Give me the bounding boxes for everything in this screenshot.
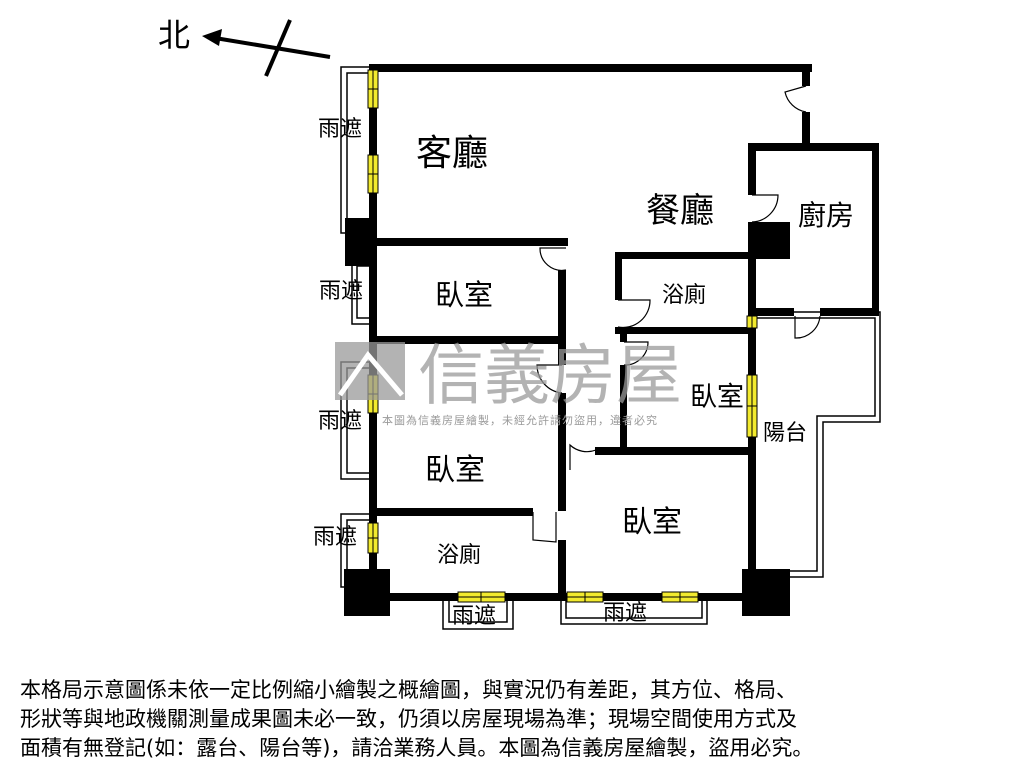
disclaimer-line: 形狀等與地政機關測量成果圖未必一致，仍須以房屋現場為準；現場空間使用方式及 xyxy=(20,707,797,731)
pillar xyxy=(344,569,390,616)
label-dining-room: 餐廳 xyxy=(646,191,714,231)
north-arrow-head-icon xyxy=(202,29,222,46)
pillar xyxy=(345,218,375,266)
label-canopy: 雨遮 xyxy=(452,604,496,629)
label-canopy: 雨遮 xyxy=(319,279,363,304)
label-canopy: 雨遮 xyxy=(603,601,647,626)
disclaimer-line: 面積有無登記(如：露台、陽台等)，請洽業務人員。本圖為信義房屋繪製，盜用必究。 xyxy=(20,736,814,760)
label-bedroom-1: 臥室 xyxy=(435,278,493,312)
label-canopy: 雨遮 xyxy=(318,409,362,434)
doors xyxy=(532,85,821,543)
watermark-logo-mark xyxy=(337,350,404,397)
watermark-brand: 信義房屋 xyxy=(418,337,682,414)
watermark-logo xyxy=(335,342,405,400)
label-bathroom-2: 浴廁 xyxy=(437,543,481,568)
disclaimer: 本格局示意圖係未依一定比例縮小繪製之概繪圖，與實況仍有差距，其方位、格局、 形狀… xyxy=(20,676,1010,763)
label-bedroom-3: 臥室 xyxy=(690,382,744,413)
label-bathroom-1: 浴廁 xyxy=(662,283,706,308)
compass-cross-line xyxy=(264,19,292,77)
pillar xyxy=(742,569,790,616)
label-canopy: 雨遮 xyxy=(318,117,362,142)
label-bedroom-2: 臥室 xyxy=(425,453,485,488)
walls xyxy=(344,64,879,616)
label-balcony: 陽台 xyxy=(763,421,807,446)
windows xyxy=(367,69,758,603)
watermark: 信義房屋 本圖為信義房屋繪製，未經允許請勿盜用，違者必究 xyxy=(335,337,682,427)
north-label: 北 xyxy=(158,16,190,54)
label-bedroom-4: 臥室 xyxy=(622,505,682,540)
label-kitchen: 廚房 xyxy=(798,199,854,232)
north-compass: 北 xyxy=(158,16,331,77)
north-arrow-shaft xyxy=(214,36,331,59)
disclaimer-line: 本格局示意圖係未依一定比例縮小繪製之概繪圖，與實況仍有差距，其方位、格局、 xyxy=(20,678,797,702)
label-living-room: 客廳 xyxy=(416,133,488,174)
label-canopy: 雨遮 xyxy=(313,525,357,550)
watermark-notice: 本圖為信義房屋繪製，未經允許請勿盜用，違者必究 xyxy=(382,413,658,427)
pillar xyxy=(752,222,790,259)
room-labels: 客廳 餐廳 廚房 臥室 臥室 臥室 臥室 浴廁 浴廁 陽台 雨遮 雨遮 雨遮 雨… xyxy=(313,117,854,629)
